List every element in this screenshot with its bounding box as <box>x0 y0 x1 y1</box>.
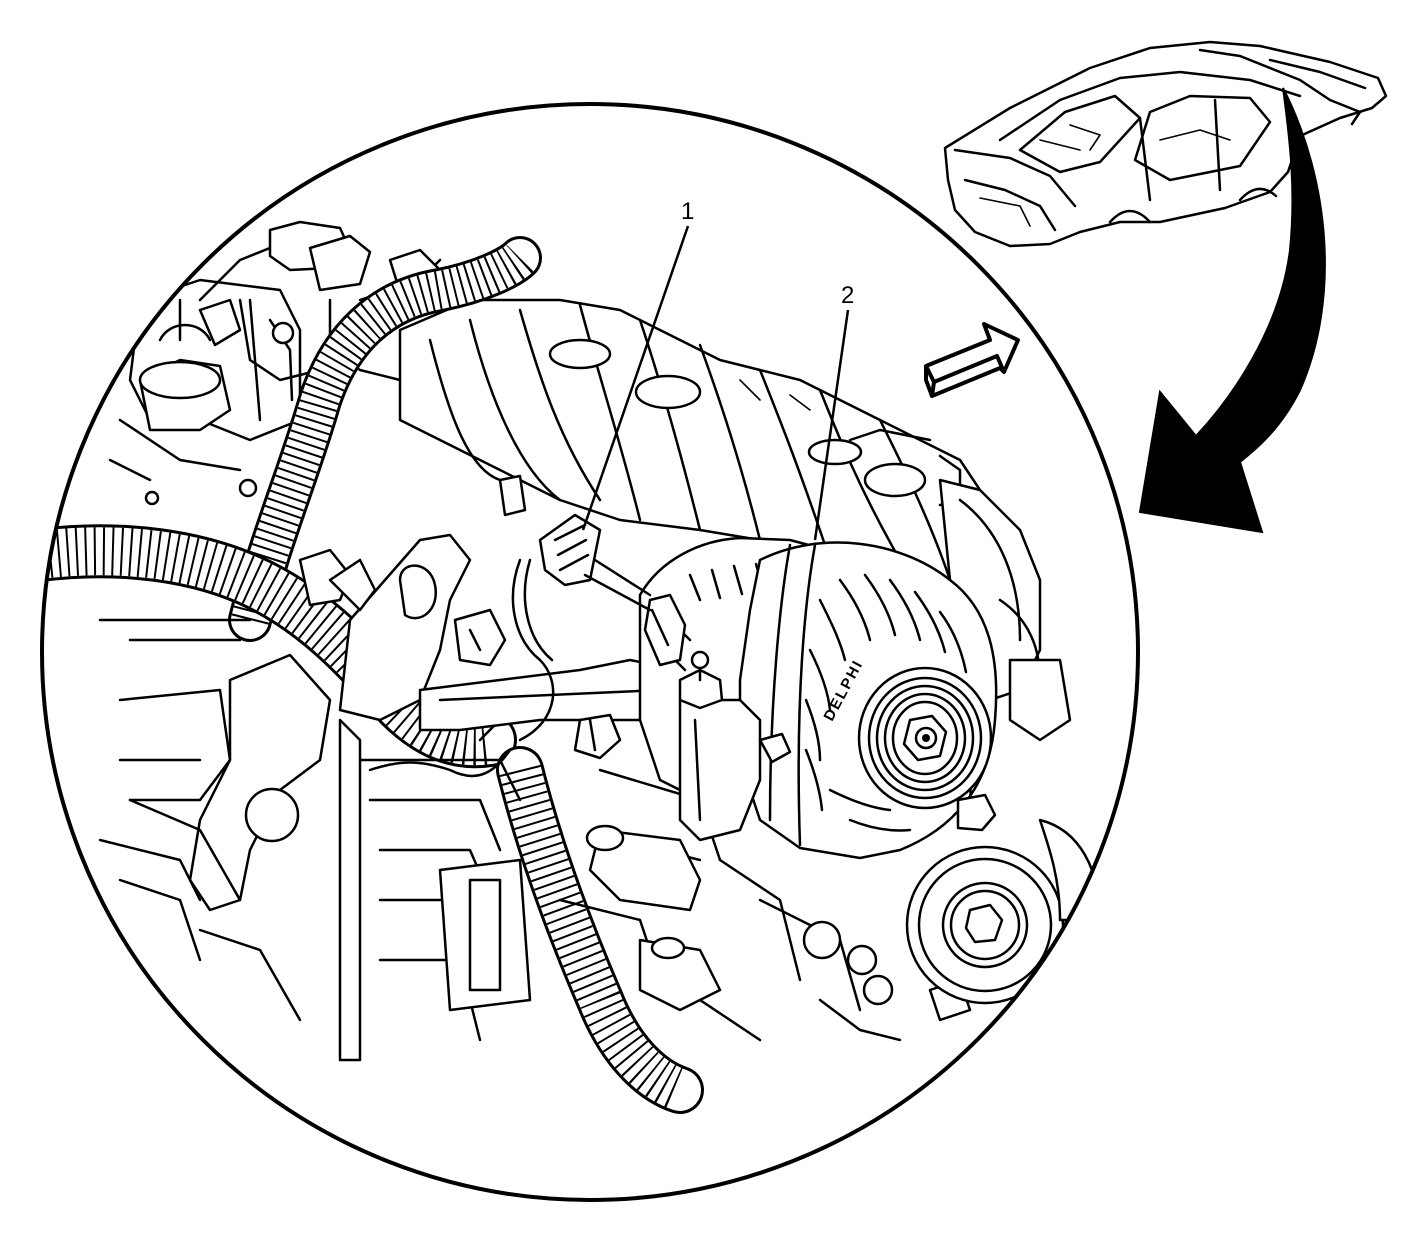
view-direction-arrow-icon <box>924 322 1020 398</box>
callout-1: 1 <box>581 198 694 531</box>
connector <box>511 513 652 742</box>
sensor-plugs <box>298 474 527 667</box>
mounting-bracket <box>188 533 702 1062</box>
generator: DELPHI <box>573 536 998 860</box>
vehicle-locator-icon <box>943 40 1388 248</box>
left-engine-components <box>108 220 442 506</box>
callout-2-label: 2 <box>841 282 854 309</box>
generator-pulley <box>857 666 993 810</box>
callout-2: 2 <box>813 282 854 541</box>
intake-manifold <box>398 298 1012 622</box>
wiring-harness-conduit-upper <box>228 236 542 642</box>
detail-view: DELPHI <box>42 220 1102 1114</box>
detail-circle-border <box>40 102 1140 1202</box>
location-arrow-icon <box>1138 87 1326 534</box>
callout-1-label: 1 <box>681 198 694 225</box>
